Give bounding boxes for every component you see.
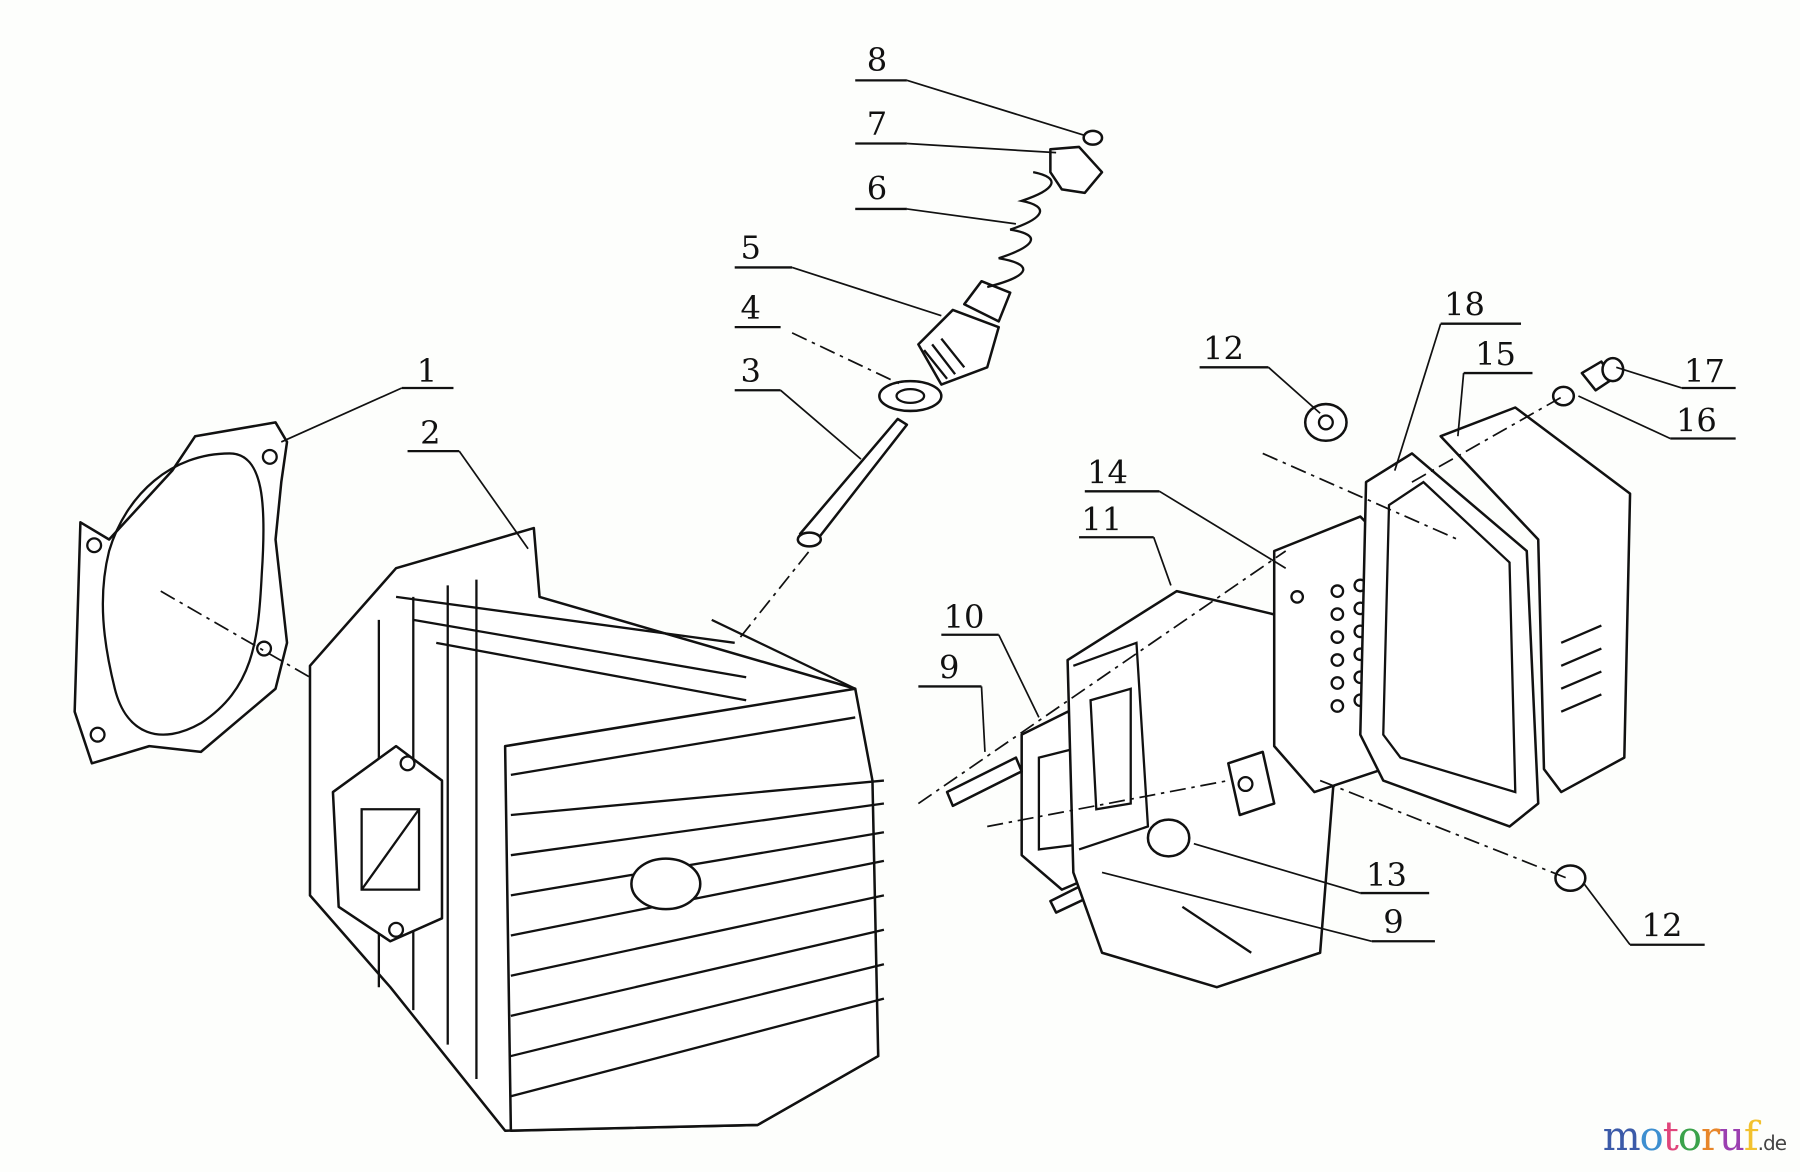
part-screw-17 xyxy=(1580,356,1625,392)
part-valve-assembly xyxy=(796,129,1104,548)
svg-text:10: 10 xyxy=(944,598,985,636)
part-washer-16 xyxy=(1551,385,1576,407)
part-nut-12-upper xyxy=(1303,402,1348,443)
callout-17: 17 xyxy=(1616,352,1736,390)
svg-text:9: 9 xyxy=(1383,903,1403,941)
svg-text:1: 1 xyxy=(417,352,437,390)
part-muffler-body xyxy=(1066,589,1339,989)
callout-8: 8 xyxy=(855,41,1086,137)
callout-6: 6 xyxy=(855,170,1017,225)
svg-text:15: 15 xyxy=(1475,335,1516,373)
callout-9-left: 9 xyxy=(918,648,986,752)
svg-text:6: 6 xyxy=(867,170,887,208)
svg-text:7: 7 xyxy=(867,104,887,142)
logo-letter: m xyxy=(1602,1114,1641,1160)
part-nut-12-lower xyxy=(1554,864,1587,893)
svg-text:12: 12 xyxy=(1203,329,1244,367)
callout-2: 2 xyxy=(407,414,529,550)
svg-text:3: 3 xyxy=(740,352,760,390)
callout-10: 10 xyxy=(941,598,1040,718)
callout-15: 15 xyxy=(1457,335,1533,437)
callout-1: 1 xyxy=(280,352,454,443)
svg-text:2: 2 xyxy=(420,414,440,452)
svg-text:9: 9 xyxy=(939,648,959,686)
svg-text:14: 14 xyxy=(1087,453,1128,491)
callout-9-right: 9 xyxy=(1101,871,1435,943)
part-cover-gasket xyxy=(1359,452,1540,828)
callout-12-upper: 12 xyxy=(1199,329,1321,414)
part-cylinder xyxy=(308,526,885,1132)
logo-letter: o xyxy=(1639,1114,1664,1160)
svg-text:4: 4 xyxy=(740,289,760,327)
logo-letter: t xyxy=(1662,1114,1679,1160)
logo-suffix: .de xyxy=(1757,1131,1787,1155)
motoruf-watermark-logo: motoruf.de xyxy=(1602,1114,1787,1160)
logo-letter: u xyxy=(1719,1114,1745,1160)
svg-text:12: 12 xyxy=(1642,907,1683,945)
callout-14: 14 xyxy=(1084,453,1287,569)
svg-text:13: 13 xyxy=(1366,856,1407,894)
assembly-axes xyxy=(160,332,1568,879)
svg-text:5: 5 xyxy=(740,228,760,266)
svg-text:11: 11 xyxy=(1081,500,1122,538)
callout-13: 13 xyxy=(1193,842,1430,895)
part-muffler-cover xyxy=(1439,406,1632,794)
callout-5: 5 xyxy=(734,228,942,317)
callout-7: 7 xyxy=(855,104,1057,154)
part-cylinder-gasket xyxy=(73,421,289,765)
callout-11: 11 xyxy=(1079,500,1172,586)
callout-18: 18 xyxy=(1393,286,1522,471)
svg-text:8: 8 xyxy=(867,41,887,79)
svg-text:17: 17 xyxy=(1684,352,1725,390)
callout-3: 3 xyxy=(734,352,862,460)
callout-16: 16 xyxy=(1578,395,1736,440)
svg-text:16: 16 xyxy=(1676,402,1717,440)
callout-12-lower: 12 xyxy=(1583,883,1705,946)
callout-4: 4 xyxy=(734,289,781,329)
logo-letter: o xyxy=(1677,1114,1702,1160)
logo-letter: f xyxy=(1743,1114,1759,1160)
svg-text:18: 18 xyxy=(1444,286,1485,324)
logo-letter: r xyxy=(1700,1114,1720,1160)
